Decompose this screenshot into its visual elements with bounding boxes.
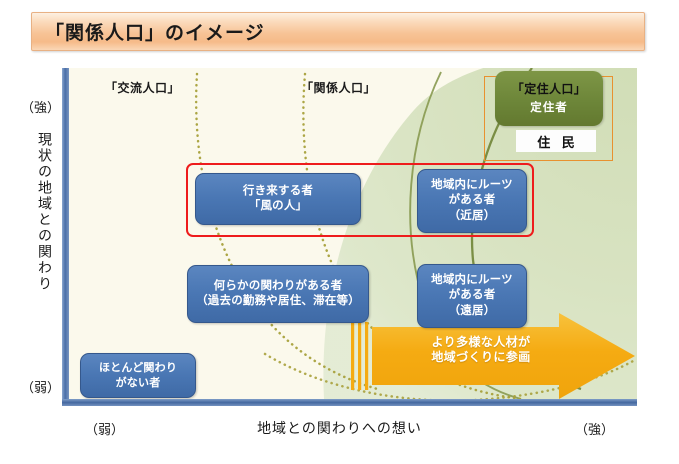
teiju-subtitle: 定住者 bbox=[530, 102, 568, 115]
region-label-koryu: 「交流人口」 bbox=[105, 81, 181, 95]
box-teijusha[interactable]: 「定住人口」 定住者 bbox=[495, 71, 603, 126]
arrow-label-line2: 地域づくりに参画 bbox=[431, 350, 531, 365]
y-axis-line bbox=[62, 68, 69, 402]
x-axis-line bbox=[62, 399, 637, 406]
arrow-label: より多様な人材が 地域づくりに参画 bbox=[393, 335, 569, 366]
region-label-kankei: 「関係人口」 bbox=[301, 81, 377, 95]
plot-area: 「交流人口」 「関係人口」 bbox=[69, 68, 637, 399]
jumin-label: 住 民 bbox=[516, 130, 596, 152]
x-axis-high-label: （強） bbox=[575, 422, 615, 437]
x-axis-low-label: （弱） bbox=[85, 422, 125, 437]
y-axis-low-label: （弱） bbox=[21, 380, 61, 395]
box-nanraka-kakawari[interactable]: 何らかの関わりがある者 （過去の勤務や居住、滞在等） bbox=[187, 265, 369, 323]
x-axis-title: 地域との関わりへの想い bbox=[257, 420, 422, 436]
y-axis-title: 現状の地域との関わり bbox=[37, 132, 53, 292]
teiju-title: 「定住人口」 bbox=[511, 81, 587, 96]
box-roots-enkyo[interactable]: 地域内にルーツ がある者 （遠居） bbox=[417, 264, 527, 328]
box-enkyo-line1: 地域内にルーツ bbox=[431, 274, 513, 287]
arrow-label-line1: より多様な人材が bbox=[431, 335, 531, 349]
box-hotondo-line2: がない者 bbox=[115, 376, 161, 389]
box-enkyo-line3: （遠居） bbox=[448, 304, 496, 317]
chart-frame: 「交流人口」 「関係人口」 bbox=[62, 68, 637, 406]
page-title: 「関係人口」のイメージ bbox=[45, 23, 265, 44]
box-roots-kinkyo[interactable]: 地域内にルーツ がある者 （近居） bbox=[417, 169, 527, 233]
y-axis-high-label: （強） bbox=[21, 100, 61, 115]
title-banner: 「関係人口」のイメージ bbox=[31, 12, 645, 51]
box-enkyo-line2: がある者 bbox=[448, 289, 496, 302]
arrow-shape bbox=[351, 313, 635, 399]
box-nanraka-line2: （過去の勤務や居住、滞在等） bbox=[196, 295, 360, 307]
participation-arrow: より多様な人材が 地域づくりに参画 bbox=[347, 313, 637, 399]
box-yukiki-line2: 「風の人」 bbox=[248, 200, 308, 212]
box-yukiki-suru-mono[interactable]: 行き来する者 「風の人」 bbox=[195, 173, 361, 225]
box-yukiki-line1: 行き来する者 bbox=[242, 184, 314, 197]
box-hotondo-kakawari[interactable]: ほとんど関わり がない者 bbox=[80, 353, 196, 398]
box-kinkyo-line3: （近居） bbox=[448, 209, 496, 222]
box-kinkyo-line2: がある者 bbox=[448, 194, 496, 207]
box-nanraka-line1: 何らかの関わりがある者 bbox=[213, 279, 343, 292]
box-hotondo-line1: ほとんど関わり bbox=[98, 361, 178, 374]
box-kinkyo-line1: 地域内にルーツ bbox=[431, 179, 513, 192]
